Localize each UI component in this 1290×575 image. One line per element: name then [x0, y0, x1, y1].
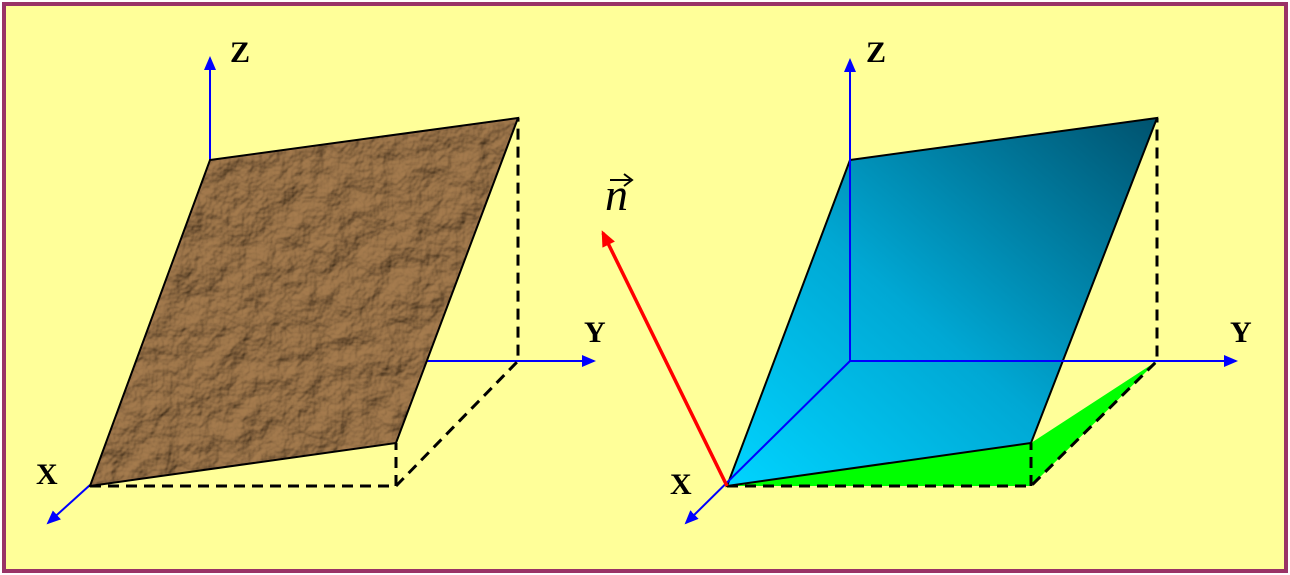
left-panel: Z Y X [36, 36, 606, 525]
right-z-label: Z [866, 36, 886, 69]
normal-vector-label: n [605, 169, 628, 220]
left-projection-dashes [90, 118, 520, 488]
right-x-label: X [670, 468, 692, 501]
inclined-plane [725, 116, 1159, 488]
vector-arrow-icon [610, 173, 634, 187]
left-x-axis [46, 484, 91, 525]
left-z-label: Z [230, 36, 250, 69]
normal-vector-arrow [601, 230, 729, 487]
left-y-label: Y [584, 316, 606, 349]
left-paper-plane [90, 118, 518, 486]
left-x-label: X [36, 458, 58, 491]
right-y-label: Y [1230, 316, 1252, 349]
projection-xy [727, 361, 1157, 486]
right-projection-dashes [727, 118, 1159, 488]
right-x-axis [684, 360, 851, 525]
right-panel: Z Y X n [601, 36, 1252, 525]
left-plane-outline [88, 116, 520, 488]
